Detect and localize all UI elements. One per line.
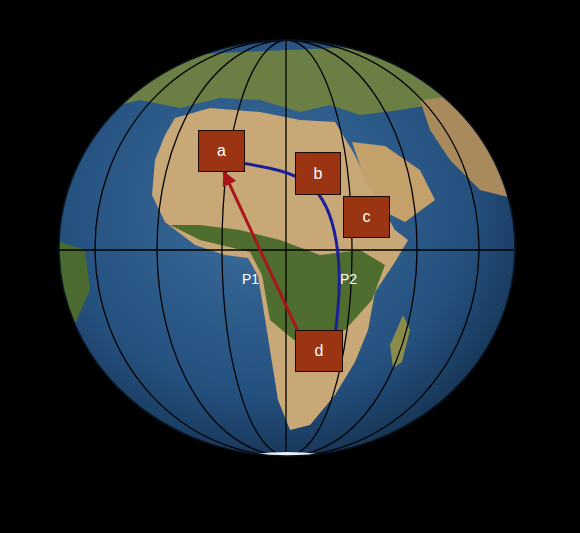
region-box: d	[295, 330, 343, 372]
region-letter: c	[363, 208, 371, 226]
region-letter: d	[315, 342, 324, 360]
globe-outline	[59, 40, 515, 456]
meridian-line	[285, 38, 286, 458]
region-box: a	[198, 130, 245, 172]
south-america-land	[55, 240, 90, 340]
path-label: P2	[340, 272, 357, 287]
path-connector	[224, 172, 298, 330]
region-box: b	[295, 152, 341, 195]
path-label: P1	[242, 272, 259, 287]
equator-line	[55, 249, 520, 250]
meridian-line	[222, 40, 352, 456]
meridian-line	[157, 40, 417, 456]
region-letter: b	[314, 165, 323, 183]
region-letter: a	[217, 142, 226, 160]
madagascar-land	[390, 315, 410, 368]
region-box: c	[343, 196, 390, 238]
meridian-line	[95, 40, 479, 456]
